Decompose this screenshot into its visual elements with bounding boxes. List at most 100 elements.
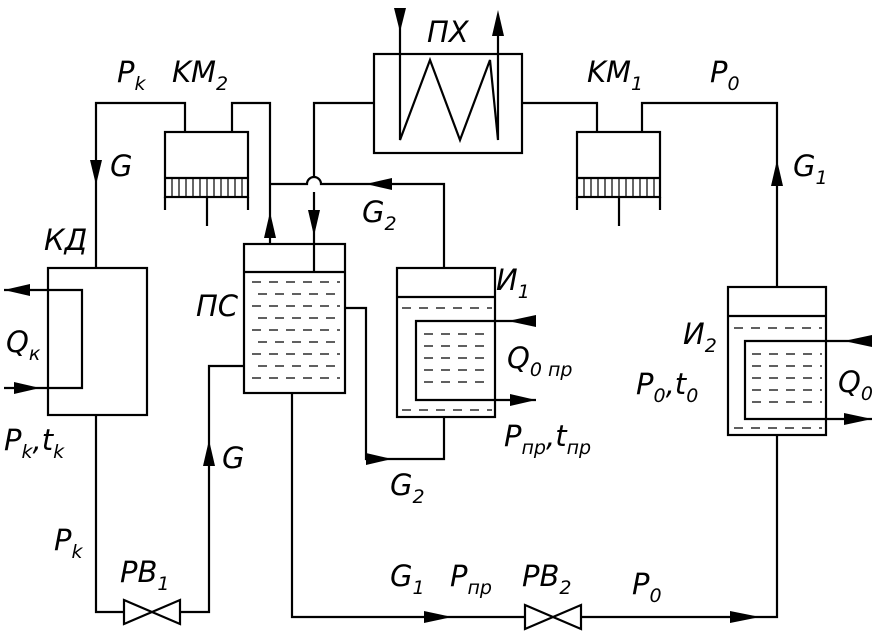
- label-km2: KM: [172, 55, 216, 89]
- pipe-px-to-ps: [312, 101, 374, 178]
- svg-text:G1: G1: [793, 149, 828, 189]
- arrow-q0pr-in: [508, 315, 536, 327]
- evaporator-i2: [726, 285, 872, 437]
- svg-text:Q0 пр: Q0 пр: [507, 341, 572, 381]
- pipe-km2-to-condenser: [94, 101, 187, 268]
- condenser-kd: [4, 266, 149, 417]
- pipe-km1-to-i2: [640, 101, 779, 287]
- svg-text:Q0: Q0: [838, 365, 873, 405]
- label-g1-bottom: G: [390, 559, 412, 593]
- label-q0: Q: [838, 365, 861, 399]
- evaporator-i2-coil: [743, 339, 872, 421]
- arrow-q0pr-out: [510, 394, 536, 406]
- svg-text:Pk,tk: Pk,tk: [4, 423, 65, 463]
- arrow-q0-out: [844, 413, 872, 425]
- svg-text:G2: G2: [390, 468, 425, 508]
- label-px: ПХ: [427, 15, 470, 49]
- label-kd: КД: [44, 223, 87, 257]
- flow-arrows: [4, 8, 872, 623]
- arrow-g1-right: [424, 611, 452, 623]
- label-p0-bottom: P: [632, 567, 650, 601]
- arrow-ps-up: [264, 212, 276, 238]
- svg-text:P0: P0: [710, 55, 740, 95]
- arrow-g1-up: [771, 160, 783, 186]
- separator-ps: [242, 242, 347, 395]
- svg-text:PB2: PB2: [522, 559, 571, 599]
- svg-text:P0: P0: [632, 567, 662, 607]
- evaporator-i1-coil: [414, 319, 536, 402]
- label-i2: И: [683, 317, 705, 351]
- arrow-p0-right: [730, 611, 760, 623]
- piston-hatch-km2: [171, 178, 243, 197]
- svg-text:Pпр,tпр: Pпр,tпр: [504, 419, 591, 459]
- label-ppr-bottom: P: [450, 559, 468, 593]
- label-g-mid: G: [222, 441, 244, 475]
- svg-text:КД: КД: [44, 223, 87, 257]
- svg-text:KM2: KM2: [172, 55, 228, 95]
- svg-text:G: G: [110, 149, 132, 183]
- svg-text:Qк: Qк: [6, 325, 41, 365]
- label-ps: ПС: [196, 289, 239, 323]
- liquid-dashes-i2: [734, 327, 822, 429]
- arrow-g2-left: [366, 178, 392, 190]
- svg-text:И1: И1: [496, 263, 530, 303]
- svg-text:Pk: Pk: [54, 523, 84, 563]
- label-g1-right: G: [793, 149, 815, 183]
- label-pktk: P: [4, 423, 22, 457]
- arrow-g2-right: [366, 453, 392, 465]
- arrow-g-down: [90, 160, 102, 185]
- piston-hatch-km1: [583, 178, 655, 197]
- label-g2-bottom: G: [390, 468, 412, 502]
- label-qk: Q: [6, 325, 29, 359]
- label-km1: KM: [587, 55, 631, 89]
- label-rv2: PB: [522, 559, 559, 593]
- label-pprtpr: P: [504, 419, 522, 453]
- svg-text:P0,t0: P0,t0: [636, 367, 698, 407]
- label-i1: И: [496, 263, 518, 297]
- svg-text:PB1: PB1: [120, 555, 169, 595]
- labels: ПХ Pk KM2 KM1 P0 G G1 G2 КД ПС И1 И2 Qк …: [4, 15, 873, 607]
- svg-text:И2: И2: [683, 317, 717, 357]
- svg-text:G2: G2: [362, 195, 397, 235]
- arrow-q0-in: [844, 335, 872, 347]
- pipelines: [94, 101, 779, 619]
- pipe-km2-suction: [230, 101, 272, 244]
- condenser-coil: [4, 288, 84, 390]
- pipe-rv1-to-ps: [180, 364, 244, 614]
- arrow-qk-in: [14, 382, 40, 394]
- pipe-rv2-to-i2: [581, 435, 779, 619]
- compressor-km2: [163, 130, 250, 226]
- label-pk-bottom: P: [54, 523, 72, 557]
- svg-text:Pk: Pk: [117, 55, 147, 95]
- label-p0-top: P: [710, 55, 728, 89]
- svg-text:Pпр: Pпр: [450, 559, 492, 599]
- pipe-ps-to-i1: [345, 306, 446, 461]
- coil-zigzag: [398, 12, 500, 144]
- pipe-px-to-km1: [522, 101, 599, 132]
- arrow-ps-in-down: [308, 210, 320, 236]
- liquid-dashes-ps: [252, 281, 340, 379]
- heat-exchanger-px: [372, 12, 524, 155]
- label-p0t0: P: [636, 367, 654, 401]
- label-pk-top: P: [117, 55, 135, 89]
- svg-text:KM1: KM1: [587, 55, 643, 95]
- liquid-dashes-i1: [402, 307, 492, 411]
- svg-text:G1: G1: [390, 559, 425, 599]
- svg-text:ПС: ПС: [196, 289, 239, 323]
- arrow-px-out: [492, 10, 504, 36]
- svg-text:G: G: [222, 441, 244, 475]
- arrow-qk-out: [4, 284, 30, 296]
- compressor-km1: [575, 130, 662, 226]
- expansion-valve-rv2: [523, 603, 583, 631]
- pipe-condenser-to-rv1: [94, 415, 124, 614]
- expansion-valve-rv1: [122, 598, 182, 626]
- svg-text:ПХ: ПХ: [427, 15, 470, 49]
- evaporator-i1: [395, 266, 536, 419]
- label-q0pr: Q: [507, 341, 530, 375]
- label-rv1: PB: [120, 555, 157, 589]
- pipe-crossover: [270, 175, 446, 268]
- arrow-px-in: [394, 8, 406, 32]
- arrow-g-up-mid: [203, 440, 215, 466]
- label-g-left: G: [110, 149, 132, 183]
